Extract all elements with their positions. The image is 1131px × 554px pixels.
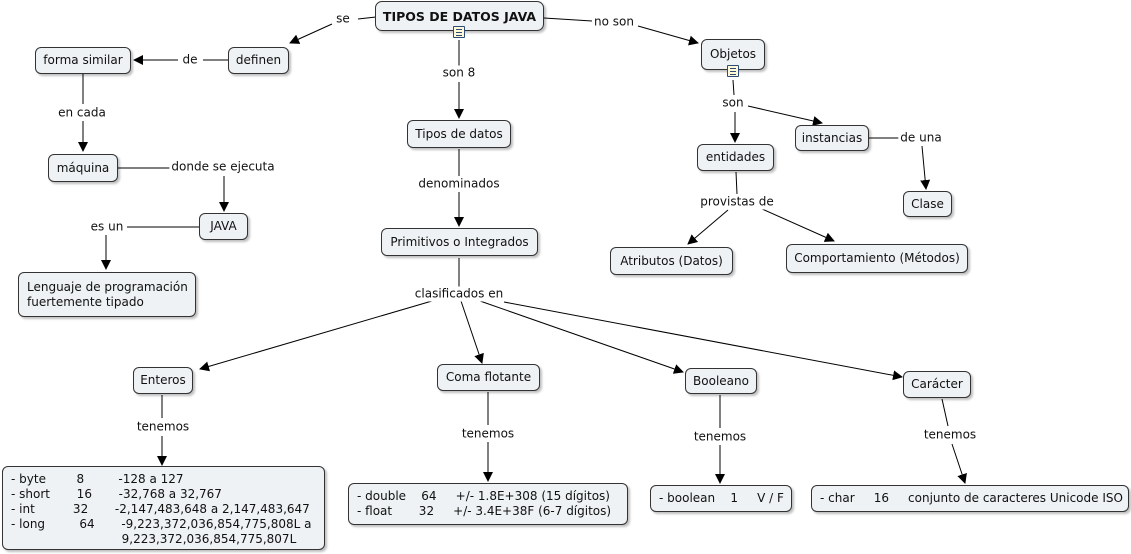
- edge-clasificados-caracter: [503, 301, 903, 381]
- concept-comportamiento[interactable]: Comportamiento (Métodos): [786, 244, 968, 273]
- detail-enteros[interactable]: - byte 8 -128 a 127 - short 16 -32,768 a…: [2, 466, 325, 550]
- edge-noson-objetos: [637, 25, 699, 46]
- detail-booleano[interactable]: - boolean 1 V / F: [650, 485, 792, 512]
- edge-root-se: [357, 16, 377, 20]
- link-tenemos-caracter: tenemos: [921, 427, 979, 443]
- edge-caracter-tenemos: [941, 398, 949, 427]
- edge-deuna-clase: [920, 145, 931, 190]
- concept-lenguaje-programacion[interactable]: Lenguaje de programación fuertemente tip…: [18, 272, 196, 317]
- edge-tenemos-caracter-detalle: [951, 443, 967, 484]
- concept-maquina[interactable]: máquina: [48, 154, 118, 182]
- concept-forma-similar[interactable]: forma similar: [35, 47, 131, 74]
- link-tenemos-booleano: tenemos: [691, 429, 749, 445]
- link-provistas-de: provistas de: [698, 194, 776, 210]
- concept-coma-flotante[interactable]: Coma flotante: [437, 364, 540, 391]
- link-donde-se-ejecuta: donde se ejecuta: [169, 159, 277, 175]
- document-icon[interactable]: [727, 65, 739, 77]
- link-es-un: es un: [88, 219, 126, 235]
- link-se: se: [334, 11, 352, 27]
- edge-se-definen: [289, 23, 333, 44]
- link-son: son: [720, 95, 746, 111]
- edge-objetos-son: [732, 79, 735, 96]
- concept-primitivos-integrados[interactable]: Primitivos o Integrados: [381, 228, 538, 256]
- edge-provistas-comportamiento: [761, 208, 835, 242]
- concept-caracter[interactable]: Carácter: [903, 371, 971, 398]
- edge-clasificados-coma: [460, 300, 484, 364]
- link-de: de: [180, 52, 200, 68]
- link-no-son: no son: [592, 14, 636, 30]
- link-tenemos-coma-flotante: tenemos: [459, 426, 517, 442]
- link-de-una: de una: [898, 130, 944, 146]
- link-denominados: denominados: [416, 176, 502, 192]
- concept-enteros[interactable]: Enteros: [133, 367, 193, 394]
- concept-java[interactable]: JAVA: [199, 213, 248, 240]
- concept-booleano[interactable]: Booleano: [685, 368, 757, 394]
- detail-coma-flotante[interactable]: - double 64 +/- 1.8E+308 (15 dígitos) - …: [348, 483, 628, 525]
- edge-son-instancias: [747, 105, 823, 126]
- concept-definen[interactable]: definen: [228, 47, 289, 74]
- edge-root-noson: [543, 17, 593, 22]
- concept-clase[interactable]: Clase: [903, 191, 952, 217]
- concept-entidades[interactable]: entidades: [697, 144, 774, 171]
- link-clasificados-en: clasificados en: [412, 286, 506, 302]
- concept-atributos[interactable]: Atributos (Datos): [610, 247, 733, 275]
- link-tenemos-enteros: tenemos: [134, 419, 192, 435]
- edge-clasificados-enteros: [199, 300, 433, 372]
- link-son-8: son 8: [440, 65, 478, 81]
- edge-entidades-provistas: [735, 171, 738, 195]
- document-icon[interactable]: [453, 26, 465, 38]
- concept-tipos-de-datos[interactable]: Tipos de datos: [407, 120, 511, 148]
- detail-caracter[interactable]: - char 16 conjunto de caracteres Unicode…: [811, 485, 1129, 512]
- concept-instancias[interactable]: instancias: [795, 125, 869, 151]
- edge-provistas-atributos: [687, 209, 729, 245]
- link-en-cada: en cada: [56, 105, 108, 121]
- edge-clasificados-booleano: [479, 300, 684, 374]
